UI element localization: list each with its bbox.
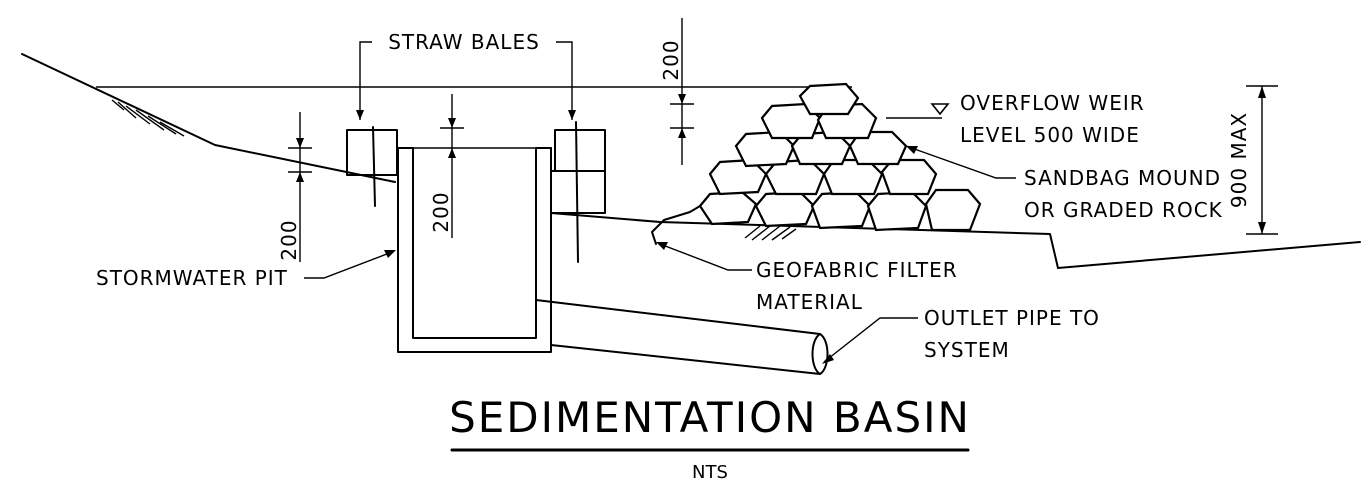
straw-bales-leader xyxy=(356,41,576,120)
geofabric-label-2: MATERIAL xyxy=(756,290,863,314)
geofabric-label-1: GEOFABRIC FILTER xyxy=(756,258,958,282)
straw-bales-label: STRAW BALES xyxy=(388,30,540,54)
dim-top-label: 200 xyxy=(659,39,683,80)
dimension-top xyxy=(670,18,694,165)
sandbag-leader xyxy=(905,145,1016,179)
dimension-pit xyxy=(440,94,464,238)
diagram-subtitle: NTS xyxy=(692,462,728,483)
ground-hatch-left xyxy=(111,99,185,137)
dimension-left xyxy=(288,112,312,262)
straw-bale-left xyxy=(346,126,398,207)
diagram-title: SEDIMENTATION BASIN xyxy=(449,393,971,442)
stormwater-pit-leader xyxy=(304,250,396,279)
sandbag-label-2: OR GRADED ROCK xyxy=(1024,198,1223,222)
overflow-weir-symbol xyxy=(886,103,950,119)
ground-hatch-mound xyxy=(744,225,797,241)
stormwater-pit-label: STORMWATER PIT xyxy=(96,266,288,290)
sandbag-label-1: SANDBAG MOUND xyxy=(1024,166,1221,190)
outlet-pipe xyxy=(535,299,829,375)
overflow-weir-label-2: LEVEL 500 WIDE xyxy=(960,123,1140,147)
dimension-900-max xyxy=(1246,85,1278,235)
outlet-pipe-label-2: SYSTEM xyxy=(924,338,1010,362)
overflow-weir-label-1: OVERFLOW WEIR xyxy=(960,91,1145,115)
max-dim-label: 900 MAX xyxy=(1227,112,1251,208)
dim-pit-label: 200 xyxy=(429,191,453,232)
outlet-pipe-leader xyxy=(822,317,918,364)
dim-left-label: 200 xyxy=(277,219,301,260)
stormwater-pit xyxy=(397,147,552,353)
geofabric-leader xyxy=(656,242,752,271)
outlet-pipe-label-1: OUTLET PIPE TO xyxy=(924,306,1100,330)
sandbag-mound xyxy=(651,82,982,245)
ground-profile xyxy=(21,53,1361,269)
straw-bale-right xyxy=(550,121,606,263)
